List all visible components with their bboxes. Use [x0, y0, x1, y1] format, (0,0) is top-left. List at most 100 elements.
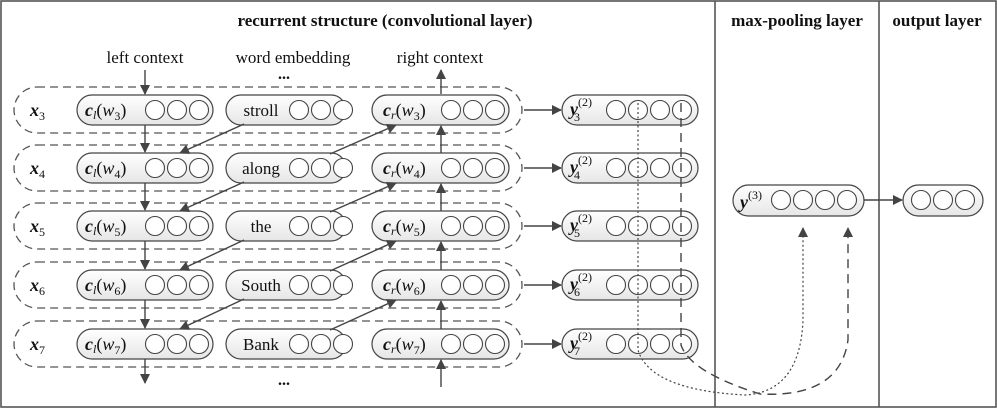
close-paren: ) — [420, 275, 426, 296]
open-paren: ( — [96, 158, 102, 179]
neuron — [484, 99, 506, 121]
r-subscript: r — [391, 108, 396, 122]
y2-label: y(2)6 — [568, 270, 592, 299]
y-superscript: (2) — [578, 211, 592, 225]
neuron — [288, 157, 310, 179]
heading-max-pooling-layer: max-pooling layer — [731, 11, 863, 30]
dashed-group-x7 — [13, 320, 523, 368]
left-context-label: cl(w6) — [85, 275, 126, 298]
y2-label: y(2)5 — [568, 211, 592, 240]
close-paren: ) — [120, 158, 126, 179]
neuron — [144, 215, 166, 237]
w-symbol: w — [402, 158, 414, 178]
dashed-group-x6 — [13, 261, 523, 309]
edge-embedding-to-right-context — [329, 240, 397, 272]
l-subscript: l — [93, 283, 97, 297]
neuron — [462, 99, 484, 121]
close-paren: ) — [420, 216, 426, 237]
l-subscript: l — [93, 108, 97, 122]
neuron — [288, 274, 310, 296]
y3-symbol: y — [738, 192, 749, 212]
heading-recurrent-structure: recurrent structure (convolutional layer… — [237, 11, 532, 30]
c-symbol: c — [85, 216, 93, 236]
open-paren: ( — [396, 275, 402, 296]
dashed-group-x3 — [13, 86, 523, 134]
edge-embedding-to-right-context — [329, 299, 397, 331]
y-superscript: (2) — [578, 95, 592, 109]
neuron — [440, 274, 462, 296]
dashed-group-x5 — [13, 202, 523, 250]
y-subscript: 3 — [574, 110, 580, 124]
w-symbol: w — [102, 158, 114, 178]
w-subscript: 6 — [114, 284, 120, 298]
r-subscript: r — [391, 342, 396, 356]
neuron — [288, 333, 310, 355]
c-symbol: c — [85, 275, 93, 295]
open-paren: ( — [396, 100, 402, 121]
neuron — [188, 99, 210, 121]
c-symbol: c — [383, 275, 391, 295]
w-symbol: w — [402, 216, 414, 236]
neuron — [462, 333, 484, 355]
svg-text:y(3): y(3) — [738, 188, 762, 212]
neuron — [188, 274, 210, 296]
neuron — [671, 99, 693, 121]
close-paren: ) — [120, 216, 126, 237]
edge-embedding-to-right-context — [329, 124, 397, 155]
label-left-context: left context — [107, 48, 184, 67]
neuron — [166, 274, 188, 296]
neuron — [462, 274, 484, 296]
x-subscript: 5 — [39, 225, 45, 239]
left-context-label: cl(w5) — [85, 216, 126, 239]
y3-superscript: (3) — [748, 188, 762, 202]
w-subscript: 3 — [114, 109, 120, 123]
open-paren: ( — [96, 100, 102, 121]
c-symbol: c — [383, 158, 391, 178]
w-subscript: 7 — [114, 343, 120, 357]
label-right-context: right context — [397, 48, 484, 67]
neuron — [792, 189, 814, 211]
c-symbol: c — [85, 158, 93, 178]
close-paren: ) — [120, 275, 126, 296]
pool-neurons — [770, 189, 858, 211]
neuron — [649, 215, 671, 237]
neuron — [484, 333, 506, 355]
right-context-label: cr(w6) — [383, 275, 426, 298]
y-subscript: 4 — [574, 168, 580, 182]
neuron — [462, 157, 484, 179]
w-subscript: 3 — [414, 109, 420, 123]
w-symbol: w — [102, 100, 114, 120]
neuron — [484, 215, 506, 237]
neuron — [605, 99, 627, 121]
w-symbol: w — [402, 334, 414, 354]
close-paren: ) — [420, 100, 426, 121]
left-context-label: cl(w3) — [85, 100, 126, 123]
path-dashed-max-selection — [680, 103, 853, 395]
y-symbol: y — [568, 333, 579, 353]
w-subscript: 7 — [414, 343, 420, 357]
w-subscript: 6 — [414, 284, 420, 298]
w-symbol: w — [102, 334, 114, 354]
word-label: along — [242, 159, 280, 178]
edge-embedding-to-left-context — [179, 298, 245, 330]
w-symbol: w — [102, 275, 114, 295]
y2-label: y(2)7 — [568, 329, 592, 358]
neuron — [440, 215, 462, 237]
x-subscript: 6 — [39, 284, 45, 298]
r-subscript: r — [391, 166, 396, 180]
c-symbol: c — [85, 100, 93, 120]
neuron — [770, 189, 792, 211]
ellipsis-top: ... — [278, 66, 290, 83]
w-symbol: w — [402, 100, 414, 120]
r-subscript: r — [391, 224, 396, 238]
neuron — [144, 274, 166, 296]
y-subscript: 7 — [574, 344, 580, 358]
neuron — [144, 157, 166, 179]
neuron — [605, 215, 627, 237]
edge-embedding-to-right-context — [329, 182, 397, 213]
x-label: x3 — [29, 100, 45, 123]
l-subscript: l — [93, 166, 97, 180]
